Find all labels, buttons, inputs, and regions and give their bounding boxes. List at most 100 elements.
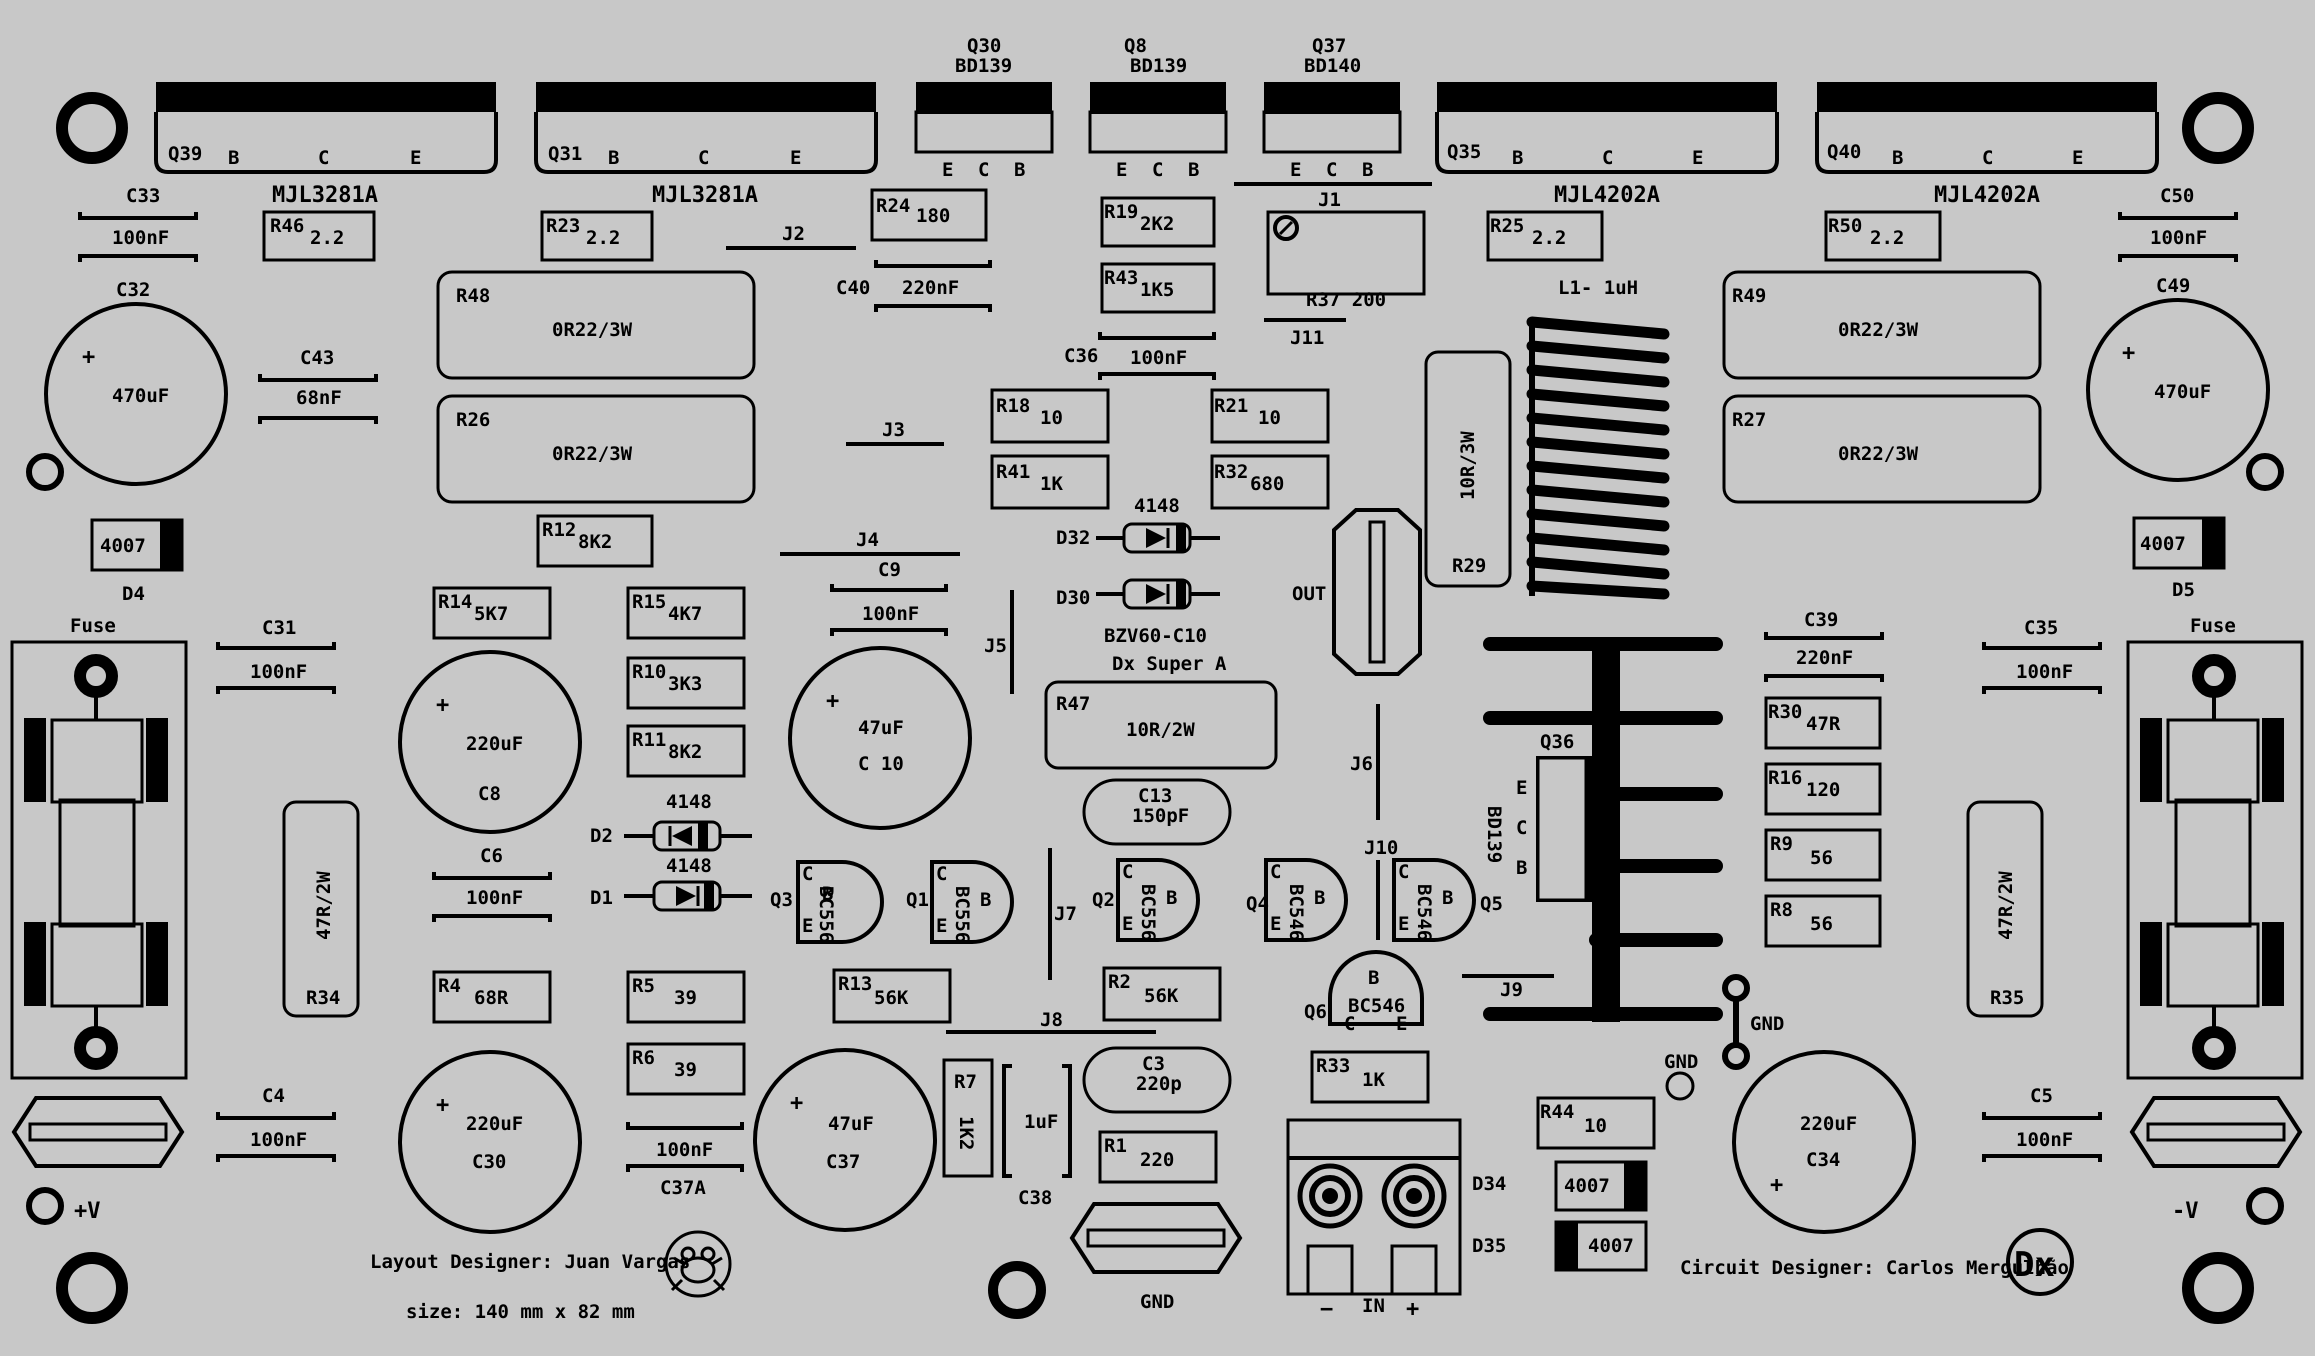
svg-text:R46: R46 xyxy=(270,215,304,237)
svg-text:39: 39 xyxy=(674,987,697,1009)
capacitor-c3: C3 220p xyxy=(1082,1046,1232,1114)
resistor-r50: R50 2.2 xyxy=(1824,210,1942,262)
svg-text:R19: R19 xyxy=(1104,201,1138,223)
electrolytic-c34: + 220uF C34 xyxy=(1732,1050,1916,1234)
svg-text:+: + xyxy=(2122,341,2135,366)
svg-text:BC556: BC556 xyxy=(815,886,837,943)
svg-text:C: C xyxy=(1270,861,1281,883)
svg-text:C: C xyxy=(1326,159,1337,181)
svg-text:R9: R9 xyxy=(1770,833,1793,855)
svg-text:4148: 4148 xyxy=(666,855,712,877)
driver-transistor-q37: Q37 BD140 E C B xyxy=(1262,35,1402,181)
svg-text:E: E xyxy=(1396,1013,1407,1035)
svg-text:R24: R24 xyxy=(876,195,910,217)
svg-text:C: C xyxy=(698,147,709,169)
svg-text:R15: R15 xyxy=(632,591,666,613)
svg-text:E: E xyxy=(1692,147,1703,169)
svg-text:R41: R41 xyxy=(996,461,1030,483)
svg-text:39: 39 xyxy=(674,1059,697,1081)
svg-text:J7: J7 xyxy=(1054,903,1077,925)
capacitor-c4: C4 100nF xyxy=(216,1085,336,1162)
svg-text:100nF: 100nF xyxy=(862,603,919,625)
electrolytic-c37: + 47uF C37 xyxy=(753,1048,937,1232)
svg-text:C: C xyxy=(802,863,813,885)
resistor-r8: R8 56 xyxy=(1764,894,1882,948)
terminal-gnd: GND xyxy=(1069,1202,1243,1313)
mounting-hole xyxy=(2182,92,2254,164)
power-resistor-r27: R27 0R22/3W xyxy=(1722,394,2042,504)
resistor-r13: R13 56K xyxy=(832,968,952,1024)
svg-text:BC556: BC556 xyxy=(1137,884,1159,941)
svg-text:B: B xyxy=(1892,147,1903,169)
svg-text:BC546: BC546 xyxy=(1348,995,1405,1017)
svg-text:J5: J5 xyxy=(984,635,1007,657)
svg-text:R12: R12 xyxy=(542,519,576,541)
svg-text:BD140: BD140 xyxy=(1304,55,1361,77)
svg-text:BZV60-C10: BZV60-C10 xyxy=(1104,625,1207,647)
svg-text:47R: 47R xyxy=(1806,713,1841,735)
svg-text:C6: C6 xyxy=(480,845,503,867)
resistor-r25: R25 2.2 xyxy=(1486,210,1604,262)
svg-text:B: B xyxy=(228,147,239,169)
svg-text:R43: R43 xyxy=(1104,267,1138,289)
capacitor-c40: C40 220nF xyxy=(836,260,992,312)
svg-text:GND: GND xyxy=(1664,1051,1698,1073)
svg-text:220nF: 220nF xyxy=(902,277,959,299)
svg-text:BD139: BD139 xyxy=(1130,55,1187,77)
svg-text:BC556: BC556 xyxy=(951,886,973,943)
svg-text:E: E xyxy=(790,147,801,169)
svg-text:J11: J11 xyxy=(1290,327,1324,349)
svg-text:R13: R13 xyxy=(838,973,872,995)
svg-text:R23: R23 xyxy=(546,215,580,237)
svg-text:J3: J3 xyxy=(882,419,905,441)
svg-text:5K7: 5K7 xyxy=(474,603,508,625)
resistor-r44: R44 10 xyxy=(1536,1096,1656,1150)
svg-text:100nF: 100nF xyxy=(2016,1129,2073,1151)
svg-text:Fuse: Fuse xyxy=(70,615,116,637)
resistor-r21: R21 10 xyxy=(1210,388,1330,444)
svg-text:R5: R5 xyxy=(632,975,655,997)
svg-text:C: C xyxy=(318,147,329,169)
svg-text:R26: R26 xyxy=(456,409,490,431)
svg-text:Q8: Q8 xyxy=(1124,35,1147,57)
svg-text:C30: C30 xyxy=(472,1151,506,1173)
svg-text:4007: 4007 xyxy=(1564,1175,1610,1197)
resistor-r5: R5 39 xyxy=(626,970,746,1024)
svg-text:R1: R1 xyxy=(1104,1135,1127,1157)
svg-text:BC546: BC546 xyxy=(1285,884,1307,941)
resistor-r30: R30 47R xyxy=(1764,696,1882,750)
svg-text:B: B xyxy=(980,889,991,911)
power-transistor-q35: Q35 B C E MJL4202A xyxy=(1435,82,1779,208)
electrolytic-c8: + 220uF C8 xyxy=(398,650,582,834)
resistor-r19: R19 2K2 xyxy=(1100,196,1216,248)
svg-text:4007: 4007 xyxy=(100,535,146,557)
svg-text:E: E xyxy=(1116,159,1127,181)
svg-text:B: B xyxy=(1442,887,1453,909)
svg-text:−: − xyxy=(1320,1297,1333,1322)
svg-text:B: B xyxy=(1014,159,1025,181)
capacitor-c5: C5 100nF xyxy=(1982,1085,2102,1162)
mounting-hole xyxy=(56,92,128,164)
resistor-r33: R33 1K xyxy=(1310,1050,1430,1104)
svg-text:2K2: 2K2 xyxy=(1140,213,1174,235)
power-transistor-q39: Q39 B C E MJL3281A xyxy=(154,82,498,208)
svg-text:C31: C31 xyxy=(262,617,296,639)
capacitor-c13: C13 150pF xyxy=(1082,778,1232,846)
svg-text:2.2: 2.2 xyxy=(310,227,344,249)
driver-transistor-q8: Q8 BD139 E C B xyxy=(1088,35,1228,181)
svg-text:Q35: Q35 xyxy=(1447,141,1481,163)
svg-text:Q37: Q37 xyxy=(1312,35,1346,57)
svg-text:220uF: 220uF xyxy=(1800,1113,1857,1135)
capacitor-c43: C43 68nF xyxy=(258,347,378,424)
resistor-r6: R6 39 xyxy=(626,1042,746,1096)
credits: Layout Designer: Juan Vargas size: 140 m… xyxy=(370,1251,2069,1323)
svg-text:220: 220 xyxy=(1140,1149,1174,1171)
rectifier-d35: 4007 D35 xyxy=(1472,1220,1648,1272)
svg-text:D30: D30 xyxy=(1056,587,1090,609)
svg-text:100nF: 100nF xyxy=(2016,661,2073,683)
svg-text:100nF: 100nF xyxy=(250,661,307,683)
svg-text:Q3: Q3 xyxy=(770,889,793,911)
svg-text:D34: D34 xyxy=(1472,1173,1506,1195)
svg-text:MJL3281A: MJL3281A xyxy=(272,183,378,208)
svg-text:E: E xyxy=(2072,147,2083,169)
